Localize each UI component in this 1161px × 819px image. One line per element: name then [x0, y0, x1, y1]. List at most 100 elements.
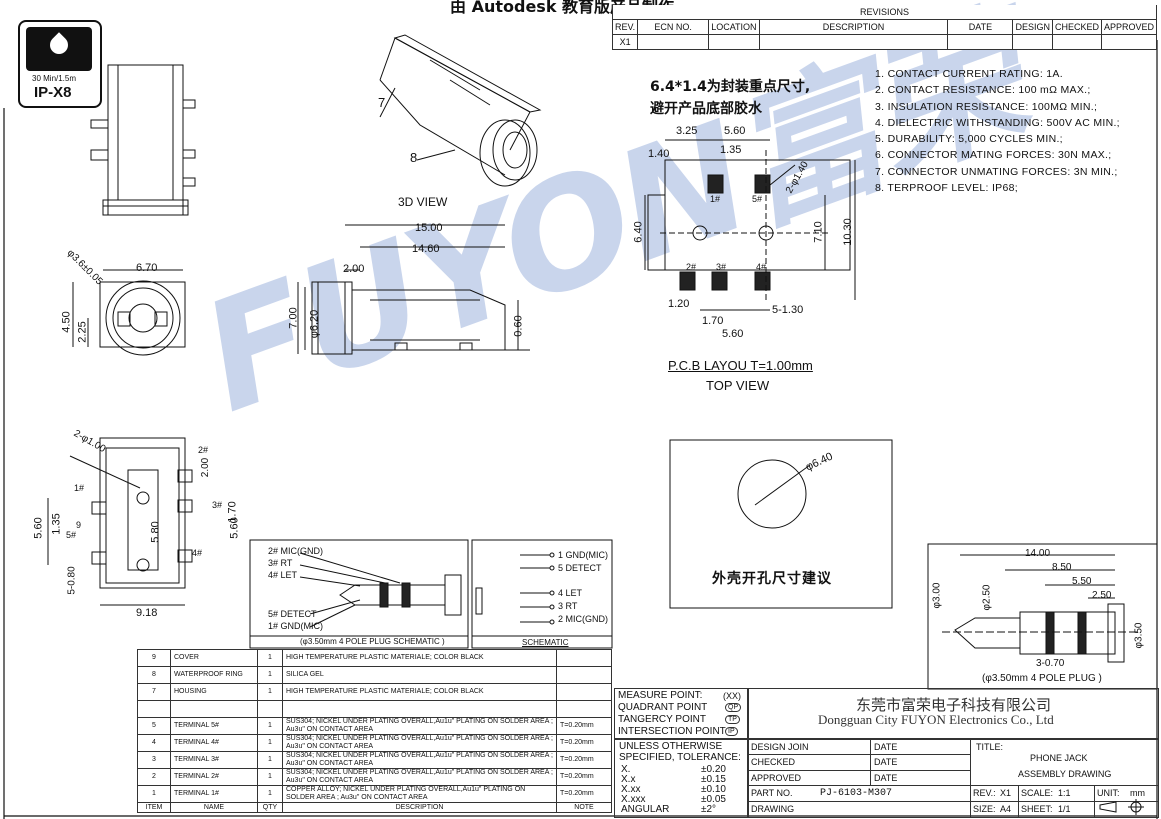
rev-header-rev: REV. [611, 19, 639, 35]
sch-right-2: 5 DETECT [558, 563, 602, 573]
quadrant-symbol: QP [725, 703, 742, 712]
bom-row [137, 700, 612, 718]
sch-left-1: 2# MIC(GND) [268, 546, 324, 556]
spec-list: 1. CONTACT CURRENT RATING: 1A. 2. CONTAC… [875, 66, 1120, 196]
pcb-pin-4: 4# [756, 262, 767, 272]
schematic-left-labels: 2# MIC(GND) 3# RT 4# LET [268, 545, 323, 581]
dim-6-2: φ6.20 [308, 309, 321, 339]
tol-xxxx-value: ±0.05 [701, 794, 726, 805]
pcb-view-label: P.C.B LAYOU T=1.00mm [668, 358, 813, 373]
size-value: A4 [1000, 804, 1012, 814]
measure-box: MEASURE POINT: QUADRANT POINT TANGERCY P… [614, 688, 749, 740]
plug-box [927, 543, 1158, 690]
spec-3: 3. INSULATION RESISTANCE: 100MΩ MIN.; [875, 100, 1098, 113]
design-label: DESIGN JOIN [751, 742, 809, 752]
plug-schematic [249, 539, 613, 649]
badge-rating: IP-X8 [34, 84, 72, 101]
rev-header-checked: CHECKED [1051, 19, 1102, 35]
pin-5-label: 5# [66, 530, 77, 540]
tol-angular-value: ±2° [701, 804, 717, 815]
cutout-box [669, 439, 893, 609]
tolerance-title-1: UNLESS OTHERWISE [619, 741, 723, 752]
projection-icon [1099, 799, 1144, 815]
pcb-view [644, 139, 856, 311]
pcb-dim-1-4: 1.40 [648, 148, 670, 160]
plug-dim-3-0-7: 3-0.70 [1036, 658, 1065, 669]
quadrant-label: QUADRANT POINT [618, 702, 708, 713]
sch-right-3: 4 LET [558, 588, 583, 598]
pcb-dim-1-2: 1.20 [668, 298, 690, 310]
rev-value-tb: X1 [1000, 788, 1012, 798]
schematic-right-labels: 1 GND(MIC) 5 DETECT 4 LET 3 RT 2 MIC(GND… [558, 549, 608, 626]
unit-value: mm [1130, 788, 1145, 798]
dim-2: 2.00 [343, 263, 365, 275]
sch-right-5: 2 MIC(GND) [558, 614, 608, 624]
tolerance-title-2: SPECIFIED, TOLERANCE: [619, 752, 741, 763]
pcb-dim-7-1: 7.10 [812, 221, 825, 243]
plug-dim-2-5: 2.50 [1092, 590, 1112, 601]
front-view [72, 269, 186, 356]
rev-location-value [708, 34, 760, 50]
checked-label: CHECKED [751, 757, 796, 767]
dim-2-25: 2.25 [76, 321, 89, 343]
pcb-dim-1-35: 1.35 [720, 144, 742, 156]
dim-14-6: 14.60 [412, 243, 440, 255]
spec-2: 2. CONTACT RESISTANCE: 100 mΩ MAX.; [875, 84, 1091, 97]
company-name-en: Dongguan City FUYON Electronics Co., Ltd [818, 712, 1054, 727]
title-line-1: PHONE JACK [1030, 753, 1088, 763]
spec-5: 5. DURABILITY: 5,000 CYCLES MIN.; [875, 133, 1063, 146]
dim-b-5-8: 5.80 [149, 521, 162, 543]
spec-6: 6. CONNECTOR MATING FORCES: 30N MAX.; [875, 149, 1112, 162]
size-label: SIZE: [973, 804, 996, 814]
view-3d-label: 3D VIEW [398, 195, 448, 209]
sch-left-5: 1# GND(MIC) [268, 621, 324, 631]
plug-dim-2-5d: φ2.50 [981, 584, 993, 611]
plug-dim-8-5: 8.50 [1052, 562, 1072, 573]
tol-xxx-label: X.xx [621, 784, 641, 795]
dim-b-2: 2.00 [200, 457, 212, 478]
company-name-cn: 东莞市富荣电子科技有限公司 [856, 696, 1052, 714]
dim-0-6: 0.60 [512, 315, 525, 337]
tangercy-label: TANGERCY POINT [618, 714, 706, 725]
tolerance-box: UNLESS OTHERWISE SPECIFIED, TOLERANCE: X… [614, 738, 749, 818]
intersection-label: INTERSECTION POINT [618, 726, 726, 737]
partno-value: PJ-6103-M307 [820, 788, 893, 799]
sch-left-4: 5# DETECT [268, 609, 317, 619]
tangercy-symbol: TP [725, 715, 740, 724]
note-cn-2: 避开产品底部胶水 [650, 101, 762, 117]
tol-xx-value: ±0.15 [701, 774, 726, 785]
spec-1: 1. CONTACT CURRENT RATING: 1A. [875, 68, 1063, 80]
design-date-label: DATE [874, 742, 898, 752]
pcb-pin-1: 1# [710, 194, 721, 204]
note-cn-1: 6.4*1.4为封装重点尺寸, [650, 79, 811, 95]
pcb-dim-10-3: 10.30 [841, 218, 854, 246]
plug-label: (φ3.50mm 4 POLE PLUG ) [982, 673, 1102, 684]
pcb-dim-3-25: 3.25 [676, 125, 698, 137]
rev-value: X1 [611, 34, 639, 50]
schematic-left-labels-2: 5# DETECT 1# GND(MIC) [268, 608, 323, 632]
dim-b-5-6: 5.60 [32, 517, 45, 539]
rev-header-description: DESCRIPTION [758, 19, 949, 35]
side-view [90, 64, 196, 216]
sheet-label: SHEET: [1021, 804, 1053, 814]
revisions-title: REVISIONS [612, 5, 1157, 20]
rev-label: REV.: [973, 788, 996, 798]
pin-4-label: 4# [192, 548, 203, 558]
tol-x-value: ±0.20 [701, 764, 726, 775]
sch-left-2: 3# RT [268, 558, 293, 568]
callout-8: 8 [410, 150, 418, 165]
spec-8: 8. TERPROOF LEVEL: IP68; [875, 182, 1018, 195]
plug-view [942, 554, 1140, 663]
dim-b-5-0-8: 5-0.80 [66, 566, 78, 595]
intersection-symbol: IP [725, 727, 738, 736]
measure-symbol: (XX) [723, 691, 741, 701]
badge-time: 30 Min/1.5m [32, 74, 77, 83]
rev-date-value [947, 34, 1014, 50]
pin-3-label: 3# [212, 500, 223, 510]
